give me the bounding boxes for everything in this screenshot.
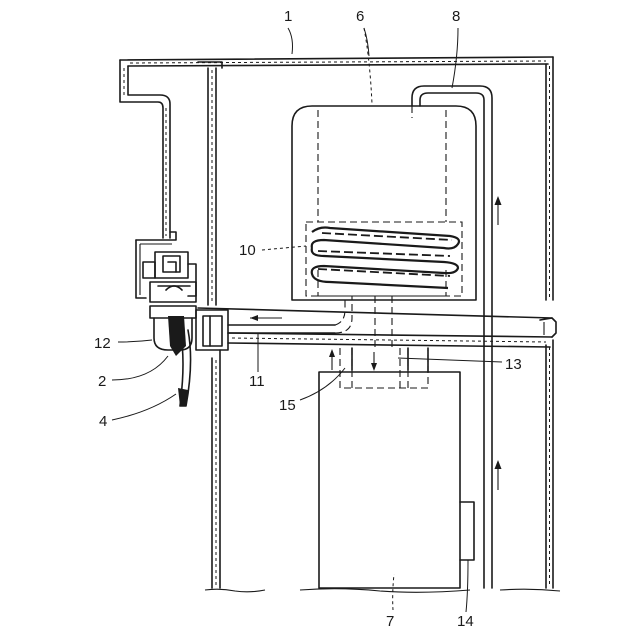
valve-assembly	[136, 232, 228, 406]
label-7: 7	[386, 613, 394, 630]
label-13: 13	[505, 356, 522, 373]
label-8: 8	[452, 8, 460, 25]
outer-housing	[120, 57, 560, 592]
label-15: 15	[279, 397, 296, 414]
middle-shelf	[198, 308, 556, 347]
label-4: 4	[99, 413, 107, 430]
burner-unit-7	[319, 348, 474, 588]
label-1: 1	[284, 8, 292, 25]
label-2: 2	[98, 373, 106, 390]
label-6: 6	[356, 8, 364, 25]
label-14: 14	[457, 613, 474, 630]
label-12: 12	[94, 335, 111, 352]
exhaust-pipe-11	[228, 296, 352, 333]
label-11: 11	[249, 373, 265, 390]
label-10: 10	[239, 242, 256, 259]
